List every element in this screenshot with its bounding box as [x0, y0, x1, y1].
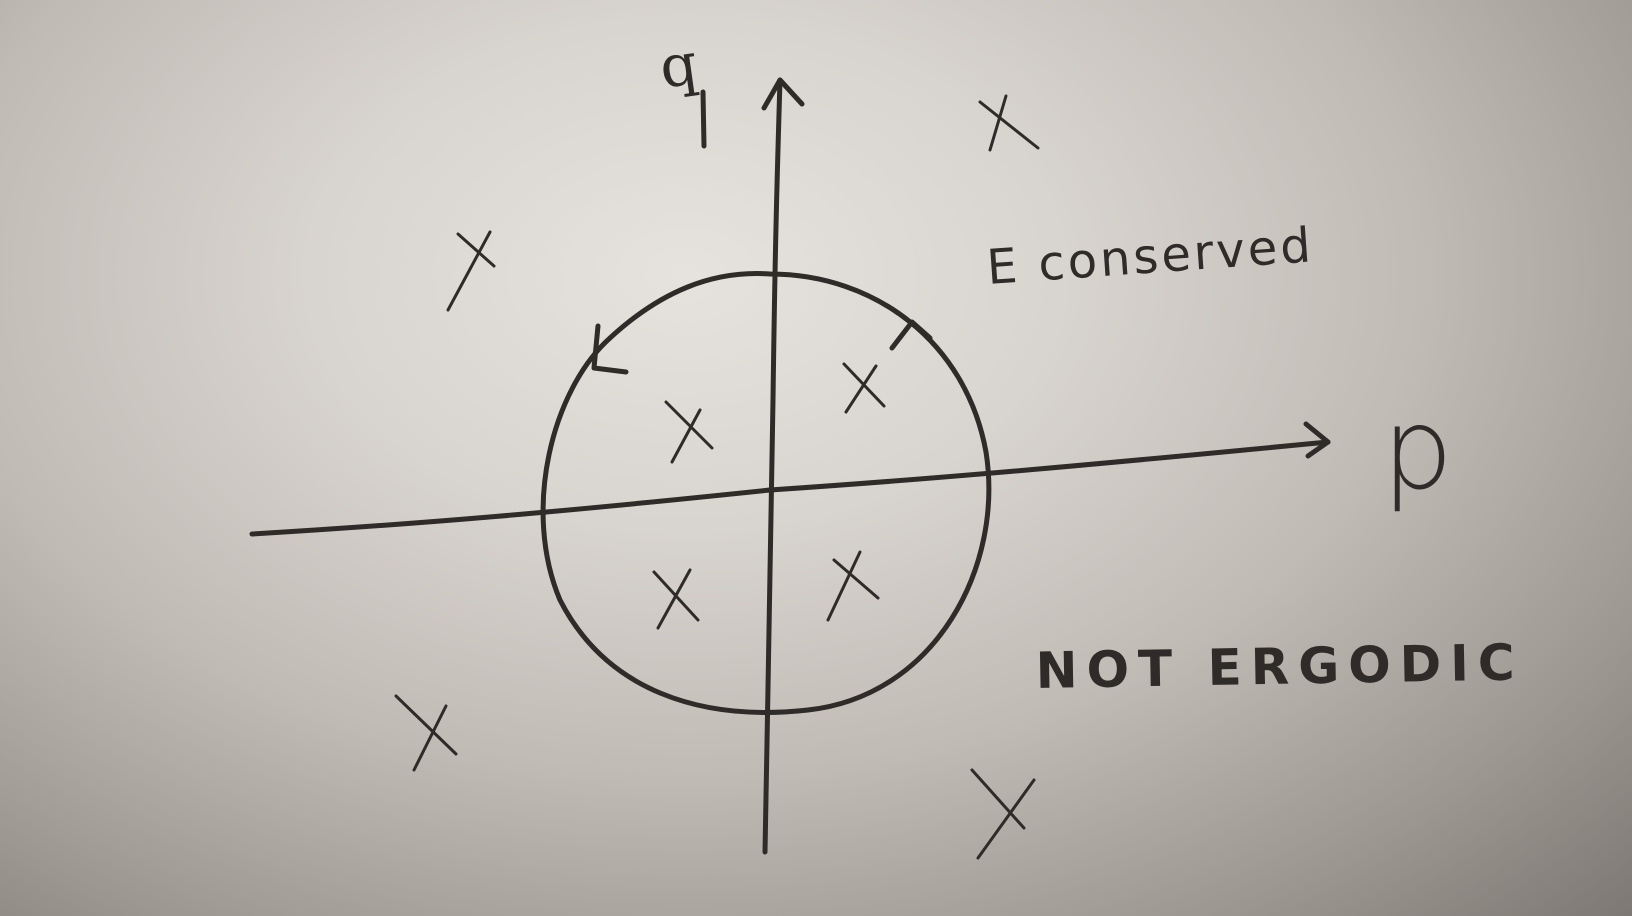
point-marker — [826, 550, 880, 622]
point-marker — [978, 94, 1040, 152]
p-axis — [249, 439, 1331, 537]
not-ergodic-annotation: NOT ERGODIC — [1035, 633, 1524, 700]
orbit-direction-arrow-left — [591, 323, 629, 375]
energy-orbit — [540, 271, 992, 715]
q-axis — [762, 77, 783, 855]
point-marker — [664, 400, 714, 464]
q-axis-arrowhead — [761, 77, 805, 111]
p-axis-arrowhead — [1303, 421, 1331, 459]
point-marker — [652, 568, 700, 630]
orbit-direction-arrow-right — [889, 319, 933, 351]
q-axis-label-stroke — [700, 89, 707, 149]
p-axis-label: p — [1382, 385, 1453, 515]
q-axis-label: q — [655, 29, 701, 102]
point-marker — [394, 694, 458, 772]
point-marker — [446, 230, 496, 312]
point-marker — [842, 362, 886, 414]
energy-conserved-annotation: E conserved — [985, 217, 1316, 296]
point-marker — [970, 768, 1036, 860]
